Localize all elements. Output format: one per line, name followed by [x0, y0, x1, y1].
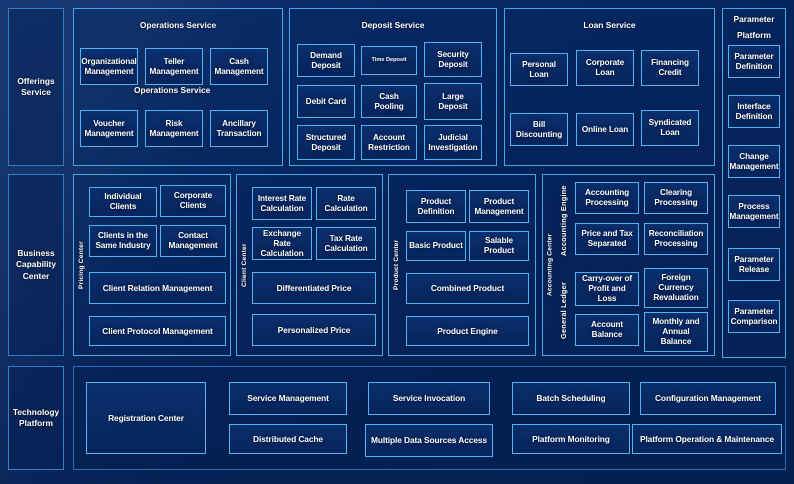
box-combined-product[interactable]: Combined Product [406, 273, 529, 304]
box-monthly-and-annual-balance[interactable]: Monthly and Annual Balance [644, 312, 708, 352]
parameter-platform-title-line1: Parameter [733, 14, 775, 24]
box-corporate-loan[interactable]: Corporate Loan [576, 50, 634, 86]
box-tax-rate-calculation[interactable]: Tax Rate Calculation [316, 227, 376, 260]
box-parameter-definition[interactable]: Parameter Definition [728, 45, 780, 78]
box-contact-management[interactable]: Contact Management [160, 225, 226, 257]
box-service-management[interactable]: Service Management [229, 382, 347, 415]
box-cash-pooling[interactable]: Cash Pooling [361, 85, 417, 118]
accounting-engine-group-label: Accounting Engine [559, 185, 568, 257]
box-change-management[interactable]: Change Management [728, 145, 780, 178]
panel-operations-service-title: Operations Service [139, 20, 217, 30]
box-reconciliation-processing[interactable]: Reconciliation Processing [644, 223, 708, 255]
box-interest-rate-calculation[interactable]: Interest Rate Calculation [252, 187, 312, 220]
business-capability-label-line3: Center [22, 270, 50, 281]
offerings-pillar-label-line1: Offerings [17, 75, 55, 86]
panel-pricing-center-label: Pricing Center [78, 241, 85, 289]
box-demand-deposit[interactable]: Demand Deposit [297, 44, 355, 77]
box-account-balance[interactable]: Account Balance [575, 314, 639, 346]
technology-pillar-label: Technology Platform [8, 366, 64, 470]
offerings-pillar-frame [8, 8, 64, 166]
box-judicial-investigation[interactable]: Judicial Investigation [424, 125, 482, 160]
panel-product-center-label: Product Center [393, 239, 400, 291]
box-personal-loan[interactable]: Personal Loan [510, 53, 568, 86]
box-distributed-cache[interactable]: Distributed Cache [229, 424, 347, 454]
box-organizational-management[interactable]: Organizational Management [80, 48, 138, 85]
general-ledger-group-label: General Ledger [559, 281, 568, 339]
box-multiple-data-sources-access[interactable]: Multiple Data Sources Access [365, 424, 493, 457]
box-platform-operation-maintenance[interactable]: Platform Operation & Maintenance [632, 424, 782, 454]
box-clearing-processing[interactable]: Clearing Processing [644, 182, 708, 214]
box-cash-management[interactable]: Cash Management [210, 48, 268, 85]
offerings-pillar-label-line2: Service [21, 87, 51, 97]
box-accounting-processing[interactable]: Accounting Processing [575, 182, 639, 214]
business-capability-pillar-label: Business Capability Center [8, 174, 64, 356]
box-interface-definition[interactable]: Interface Definition [728, 95, 780, 128]
box-online-loan[interactable]: Online Loan [576, 113, 634, 146]
box-large-deposit[interactable]: Large Deposit [424, 83, 482, 120]
box-clients-in-the-same-industry[interactable]: Clients in the Same Industry [89, 225, 157, 257]
business-capability-pillar-frame [8, 174, 64, 356]
box-product-definition[interactable]: Product Definition [406, 190, 466, 223]
box-syndicated-loan[interactable]: Syndicated Loan [641, 110, 699, 146]
box-account-restriction[interactable]: Account Restriction [361, 125, 417, 160]
panel-operations-service-duplicate-title: Operations Service [134, 85, 211, 95]
business-capability-label-line2: Capability [15, 259, 57, 270]
panel-deposit-service-title: Deposit Service [361, 20, 425, 30]
box-risk-management[interactable]: Risk Management [145, 110, 203, 147]
box-rate-calculation[interactable]: Rate Calculation [316, 187, 376, 220]
offerings-pillar-label: Offerings Service [8, 8, 64, 166]
box-client-protocol-management[interactable]: Client Protocol Management [89, 316, 226, 346]
box-debit-card[interactable]: Debit Card [297, 85, 355, 118]
box-parameter-release[interactable]: Parameter Release [728, 248, 780, 281]
parameter-platform-title-line2: Platform [737, 30, 771, 40]
technology-pillar-frame [8, 366, 64, 470]
box-ancillary-transaction[interactable]: Ancillary Transaction [210, 110, 268, 147]
box-client-relation-management[interactable]: Client Relation Management [89, 272, 226, 304]
panel-accounting-center-label: Accounting Center [546, 233, 554, 297]
box-teller-management[interactable]: Teller Management [145, 48, 203, 85]
box-process-management[interactable]: Process Management [728, 195, 780, 228]
technology-label-line2: Platform [19, 418, 53, 428]
box-parameter-comparison[interactable]: Parameter Comparison [728, 300, 780, 333]
box-exchange-rate-calculation[interactable]: Exchange Rate Calculation [252, 227, 312, 260]
box-platform-monitoring[interactable]: Platform Monitoring [512, 424, 630, 454]
box-differentiated-price[interactable]: Differentiated Price [252, 272, 376, 304]
box-security-deposit[interactable]: Security Deposit [424, 42, 482, 77]
panel-loan-service-title: Loan Service [583, 20, 636, 30]
box-bill-discounting[interactable]: Bill Discounting [510, 113, 568, 146]
box-voucher-management[interactable]: Voucher Management [80, 110, 138, 147]
box-configuration-management[interactable]: Configuration Management [640, 382, 776, 415]
box-basic-product[interactable]: Basic Product [406, 231, 466, 261]
box-product-management[interactable]: Product Management [469, 190, 529, 223]
box-time-deposit[interactable]: Time Deposit [361, 46, 417, 75]
box-carry-over-of-profit-and-loss[interactable]: Carry-over of Profit and Loss [575, 272, 639, 306]
box-financing-credit[interactable]: Financing Credit [641, 50, 699, 86]
technology-label-line1: Technology [12, 406, 60, 417]
business-capability-label-line1: Business [17, 247, 55, 258]
box-product-engine[interactable]: Product Engine [406, 316, 529, 346]
box-service-invocation[interactable]: Service Invocation [368, 382, 490, 415]
box-corporate-clients[interactable]: Corporate Clients [160, 185, 226, 217]
box-salable-product[interactable]: Salable Product [469, 231, 529, 261]
box-price-and-tax-separated[interactable]: Price and Tax Separated [575, 223, 639, 255]
panel-client-center-label: Client Center [241, 243, 248, 287]
box-individual-clients[interactable]: Individual Clients [89, 187, 157, 217]
box-structured-deposit[interactable]: Structured Deposit [297, 125, 355, 160]
box-foreign-currency-revaluation[interactable]: Foreign Currency Revaluation [644, 268, 708, 308]
box-personalized-price[interactable]: Personalized Price [252, 314, 376, 346]
box-batch-scheduling[interactable]: Batch Scheduling [512, 382, 630, 415]
box-registration-center[interactable]: Registration Center [86, 382, 206, 454]
